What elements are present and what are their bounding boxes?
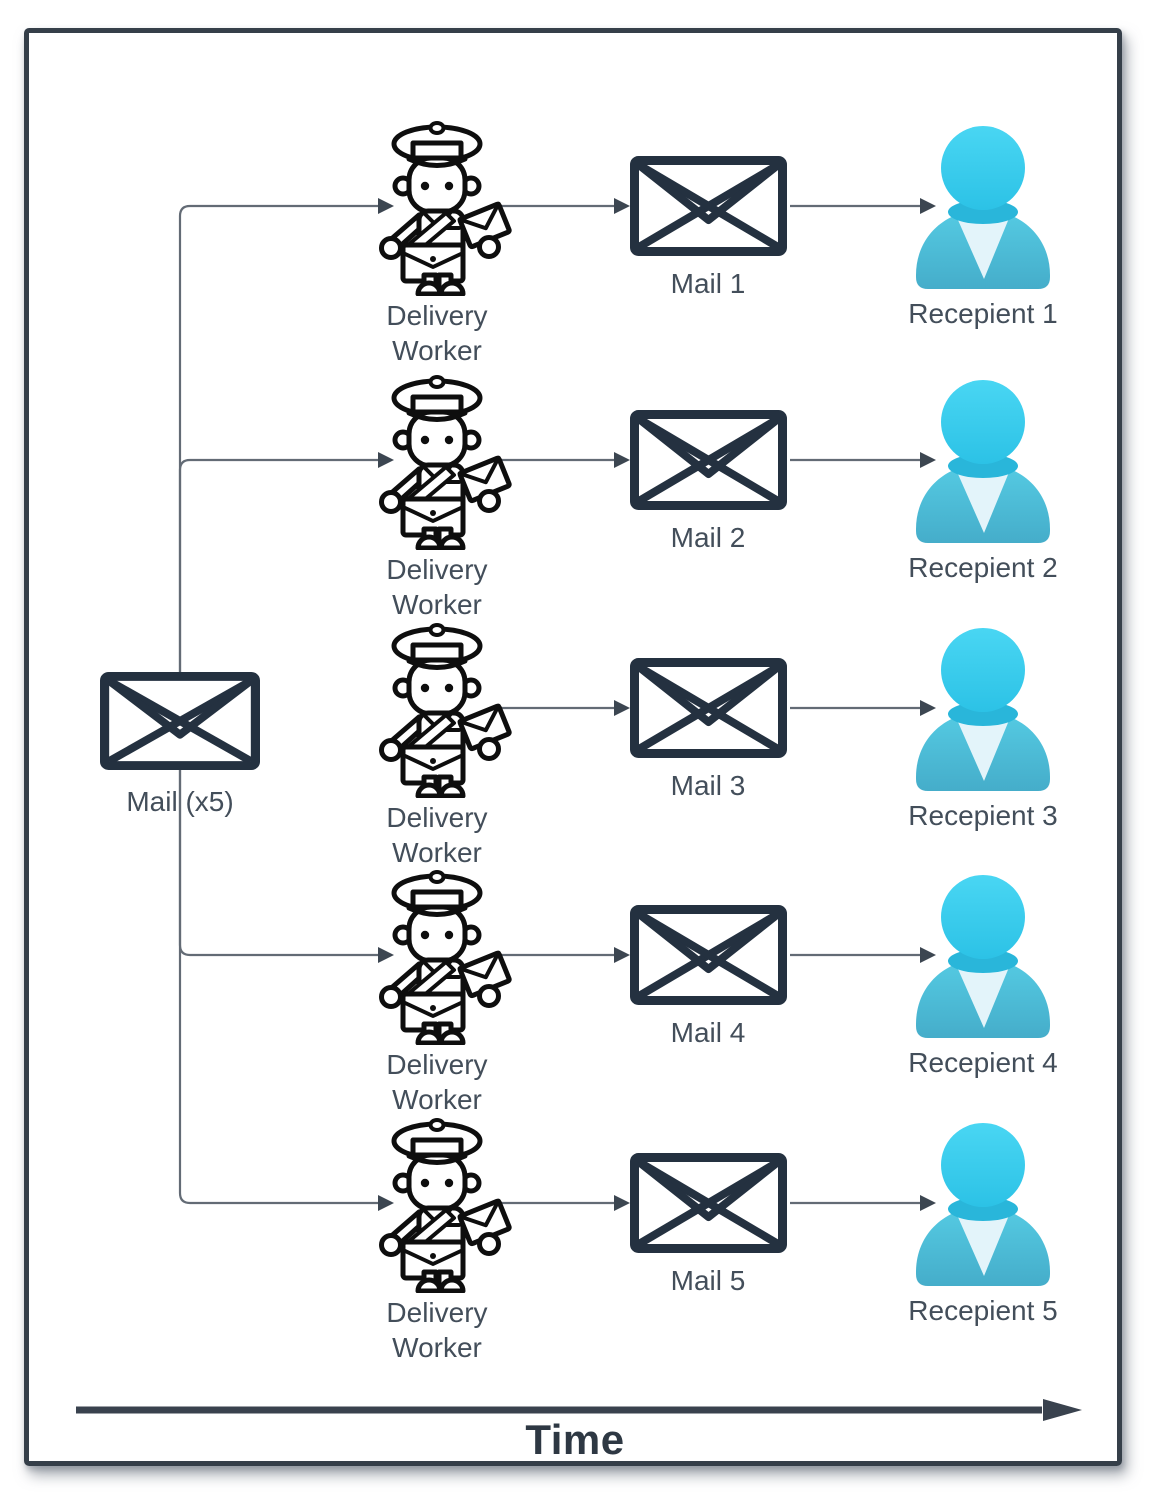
delivery-worker-label: Delivery Worker (337, 800, 537, 870)
delivery-worker-label-line2: Worker (392, 837, 482, 868)
connector-source-to-worker-5 (178, 766, 380, 1205)
delivery-worker-label-line2: Worker (392, 589, 482, 620)
arrowhead-icon (920, 452, 936, 468)
delivery-worker-label-line1: Delivery (386, 1297, 488, 1328)
arrowhead-icon (920, 1195, 936, 1211)
delivery-worker-label-line2: Worker (392, 335, 482, 366)
arrowhead-icon (920, 198, 936, 214)
recipient-label: Recepient 3 (908, 800, 1058, 831)
recipient-label: Recepient 4 (908, 1047, 1058, 1078)
arrowhead-icon (378, 452, 394, 468)
delivery-worker-label: Delivery Worker (337, 1047, 537, 1117)
mail-label: Mail 3 (670, 770, 746, 801)
mail-label: Mail 4 (670, 1017, 746, 1048)
recipient-label: Recepient 2 (908, 552, 1058, 583)
connector-source-to-worker-2 (178, 458, 380, 676)
delivery-worker-label-line1: Delivery (386, 802, 488, 833)
delivery-worker-label-line1: Delivery (386, 300, 488, 331)
arrowhead-icon (614, 452, 630, 468)
arrowhead-icon (614, 198, 630, 214)
arrowhead-icon (920, 700, 936, 716)
arrowhead-icon (614, 1195, 630, 1211)
time-axis-arrowhead-icon (1043, 1399, 1082, 1421)
source-mail-label: Mail (x5) (126, 786, 234, 817)
delivery-worker-label-line2: Worker (392, 1332, 482, 1363)
mail-label: Mail 2 (670, 522, 746, 553)
mail-label: Mail 5 (670, 1265, 746, 1296)
recipient-label: Recepient 5 (908, 1295, 1058, 1326)
delivery-worker-label: Delivery Worker (337, 552, 537, 622)
delivery-worker-label-line1: Delivery (386, 554, 488, 585)
delivery-worker-label-line2: Worker (392, 1084, 482, 1115)
arrowhead-icon (378, 947, 394, 963)
time-label: Time (525, 1416, 625, 1463)
arrowhead-icon (378, 1195, 394, 1211)
arrowhead-icon (920, 947, 936, 963)
arrowhead-icon (378, 198, 394, 214)
diagram-frame (24, 28, 1122, 1466)
delivery-worker-label: Delivery Worker (337, 298, 537, 368)
connector-source-to-worker-1 (178, 204, 380, 676)
recipient-label: Recepient 1 (908, 298, 1058, 329)
delivery-worker-label-line1: Delivery (386, 1049, 488, 1080)
mail-label: Mail 1 (670, 268, 746, 299)
arrowhead-icon (614, 947, 630, 963)
delivery-worker-label: Delivery Worker (337, 1295, 537, 1365)
arrowhead-icon (614, 700, 630, 716)
